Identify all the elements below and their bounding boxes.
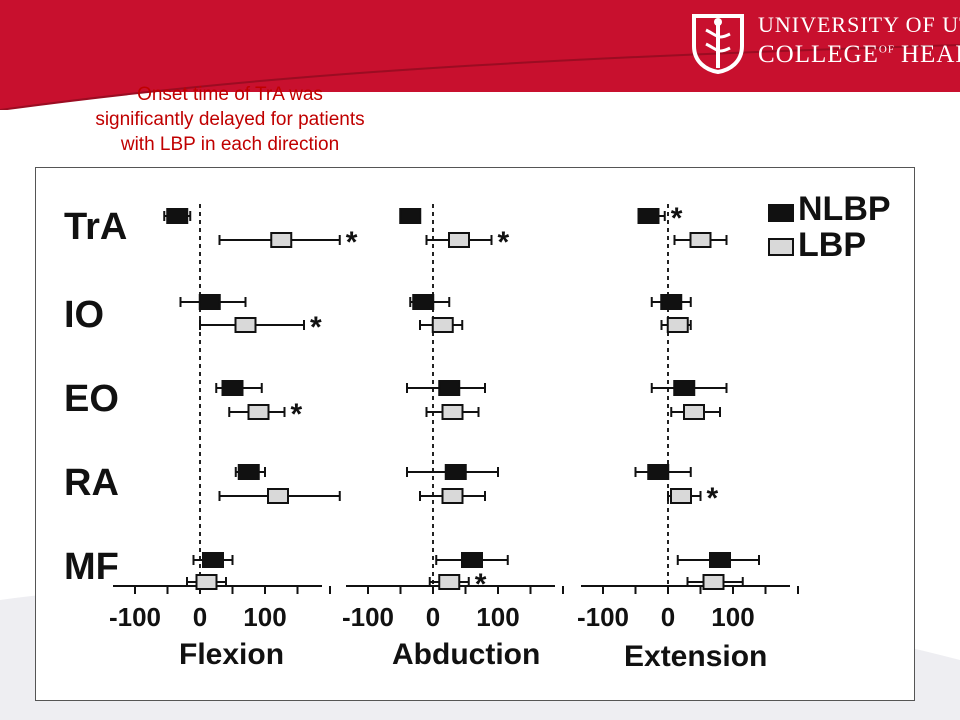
panel-title-extension: Extension — [624, 640, 768, 673]
extension-significance-asterisk: * — [707, 482, 719, 515]
flexion-x-tick-label: 100 — [243, 602, 286, 632]
legend-label-nlbp: NLBP — [798, 190, 891, 228]
flexion-nlbp-tra-mean-box — [166, 208, 189, 224]
abduction-x-tick-label: 0 — [426, 602, 440, 632]
abduction-lbp-eo-mean-box — [441, 404, 464, 420]
legend-label-lbp: LBP — [798, 226, 866, 264]
extension-lbp-io-mean-box — [666, 317, 689, 333]
caption-line-1: Onset time of TrA was — [137, 84, 323, 105]
abduction-nlbp-tra-mean-box — [399, 208, 422, 224]
extension-nlbp-io-mean-box — [660, 294, 683, 310]
category-label-ra: RA — [64, 462, 119, 504]
extension-nlbp-eo-mean-box — [673, 380, 696, 396]
abduction-nlbp-ra-mean-box — [444, 464, 467, 480]
flexion-lbp-tra-mean-box — [270, 232, 293, 248]
university-logo-icon — [692, 14, 744, 74]
caption-line-2: significantly delayed for patients — [95, 109, 365, 130]
abduction-nlbp-io-mean-box — [412, 294, 435, 310]
flexion-nlbp-io-mean-box — [198, 294, 221, 310]
abduction-lbp-tra-mean-box — [448, 232, 470, 248]
flexion-nlbp-ra-mean-box — [237, 464, 260, 480]
legend-swatch-nlbp — [768, 204, 794, 222]
category-label-io: IO — [64, 294, 105, 336]
extension-x-tick-label: -100 — [577, 602, 629, 632]
abduction-lbp-ra-mean-box — [441, 488, 464, 504]
abduction-nlbp-mf-mean-box — [461, 552, 483, 568]
flexion-lbp-eo-mean-box — [247, 404, 270, 420]
category-label-tra: TrA — [64, 206, 128, 248]
flexion-lbp-mf-mean-box — [195, 574, 218, 590]
logo-word-health: HEALTH — [900, 41, 960, 68]
abduction-significance-asterisk: * — [498, 226, 510, 259]
extension-nlbp-mf-mean-box — [709, 552, 731, 568]
flexion-x-tick-label: -100 — [109, 602, 161, 632]
extension-x-tick-label: 100 — [711, 602, 754, 632]
caption-line-3: with LBP in each direction — [120, 134, 340, 155]
extension-lbp-tra-mean-box — [689, 232, 712, 248]
logo-word-of: OF — [878, 43, 895, 56]
extension-x-tick-label: 0 — [661, 602, 675, 632]
extension-lbp-mf-mean-box — [702, 574, 725, 590]
slide-caption: Onset time of TrA was significantly dela… — [40, 82, 420, 157]
flexion-significance-asterisk: * — [346, 226, 358, 259]
abduction-significance-asterisk: * — [475, 568, 487, 601]
abduction-lbp-mf-mean-box — [438, 574, 461, 590]
flexion-x-tick-label: 0 — [193, 602, 207, 632]
extension-nlbp-ra-mean-box — [647, 464, 670, 480]
extension-lbp-eo-mean-box — [683, 404, 705, 420]
flexion-nlbp-mf-mean-box — [202, 552, 224, 568]
logo-line-2: COLLEGEOF HEALTH — [758, 42, 960, 67]
flexion-lbp-ra-mean-box — [267, 488, 289, 504]
legend-swatch-lbp — [768, 238, 794, 256]
extension-lbp-ra-mean-box — [670, 488, 692, 504]
panel-title-flexion: Flexion — [179, 638, 285, 671]
flexion-lbp-io-mean-box — [234, 317, 257, 333]
abduction-x-tick-label: 100 — [476, 602, 519, 632]
flexion-significance-asterisk: * — [310, 311, 322, 344]
logo-line-1: UNIVERSITY OF UTAH — [758, 12, 960, 37]
abduction-nlbp-eo-mean-box — [438, 380, 461, 396]
category-label-eo: EO — [64, 378, 119, 420]
abduction-x-tick-label: -100 — [342, 602, 394, 632]
extension-nlbp-tra-mean-box — [637, 208, 660, 224]
category-label-mf: MF — [64, 546, 119, 588]
extension-significance-asterisk: * — [671, 202, 683, 235]
panel-title-abduction: Abduction — [392, 638, 541, 671]
flexion-significance-asterisk: * — [291, 398, 303, 431]
university-logo-text: UNIVERSITY OF UTAH COLLEGEOF HEALTH — [758, 12, 960, 68]
logo-word-college: COLLEGE — [758, 41, 879, 68]
abduction-lbp-io-mean-box — [431, 317, 454, 333]
flexion-nlbp-eo-mean-box — [221, 380, 244, 396]
